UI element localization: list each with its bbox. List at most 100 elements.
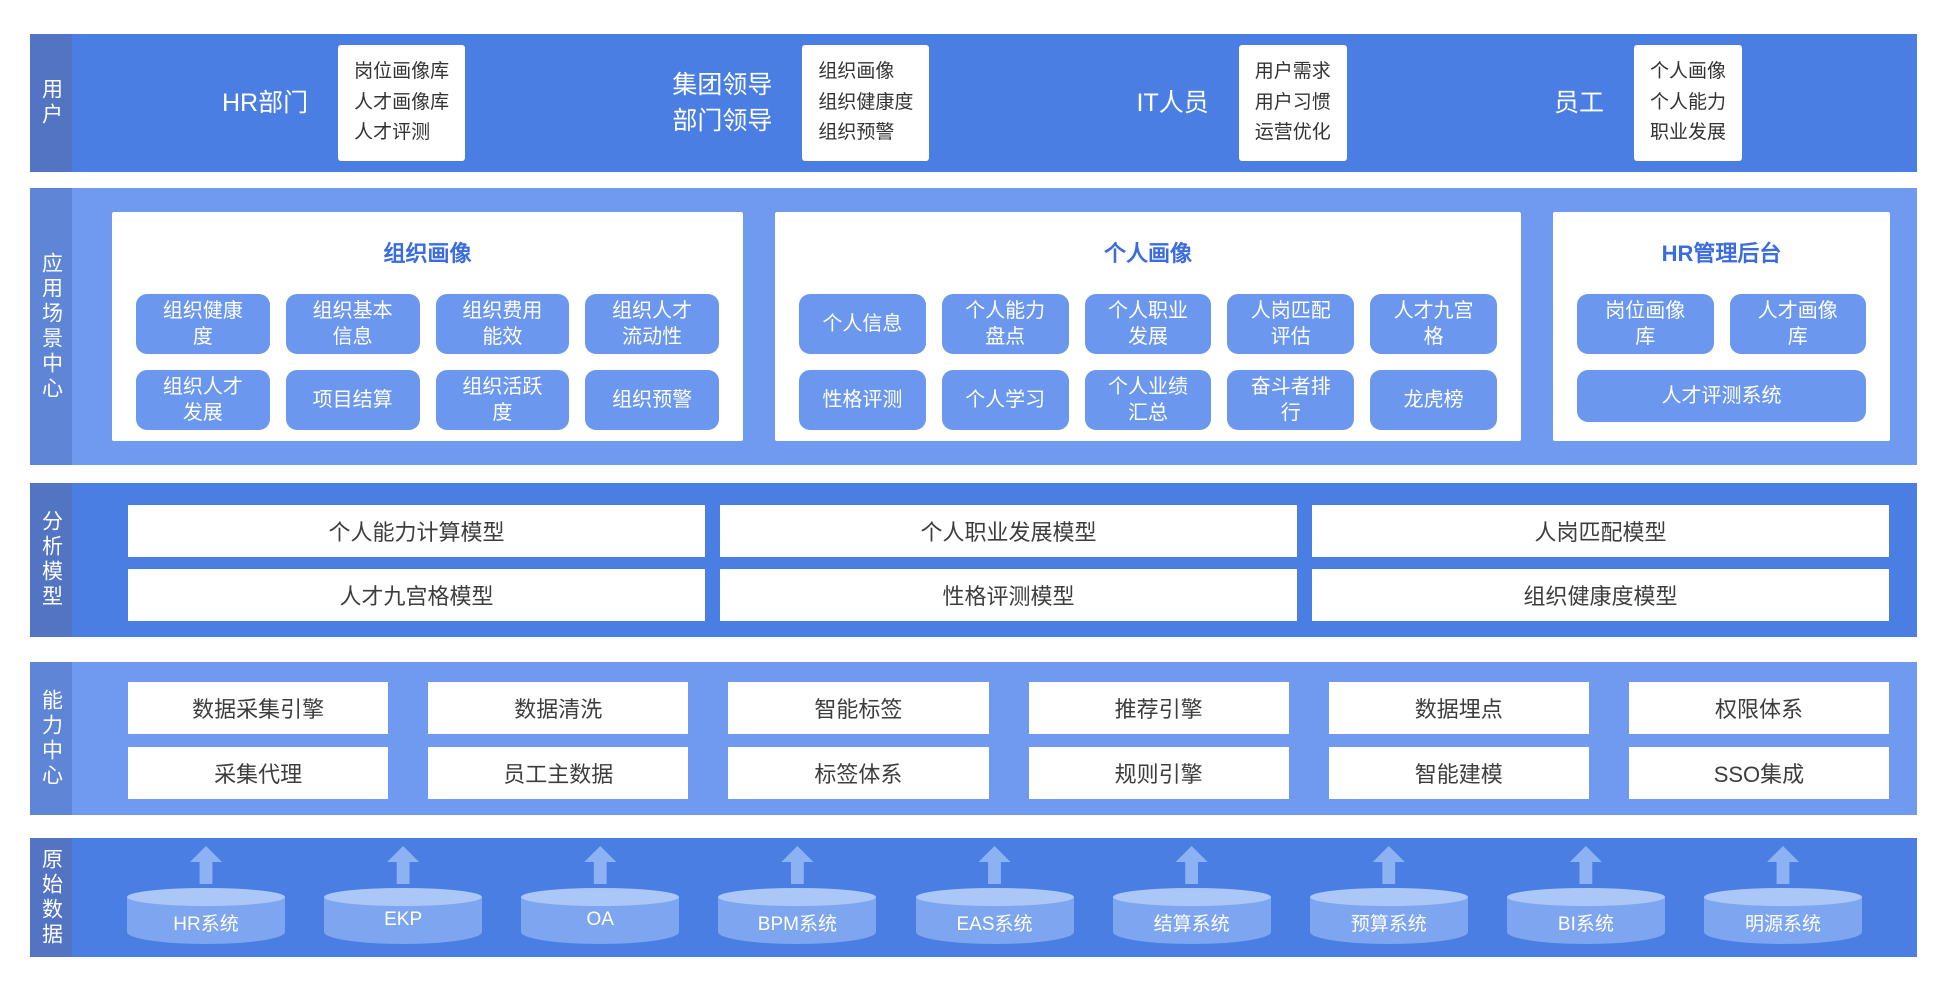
data-source-label: HR系统: [173, 914, 239, 935]
up-arrow-icon: [978, 846, 1011, 884]
database-cylinder: BI系统: [1506, 888, 1665, 944]
model-box: 个人职业发展模型: [720, 505, 1297, 557]
scenario-chip: 个人信息: [799, 294, 926, 354]
capability-box: 数据采集引擎: [128, 682, 389, 734]
cylinder-top: [1112, 888, 1271, 906]
user-group: HR部门岗位画像库人才画像库人才评测: [222, 45, 466, 161]
scenario-chip: 组织预警: [585, 370, 719, 430]
user-role-label: IT人员: [1137, 85, 1209, 121]
scenario-chip: 组织活跃度: [435, 370, 570, 430]
cylinder-top: [127, 888, 285, 906]
box-row: 个人能力计算模型个人职业发展模型人岗匹配模型: [128, 505, 1889, 557]
capability-box: SSO集成: [1628, 747, 1890, 799]
scenario-chip: 人才评测系统: [1577, 370, 1866, 422]
data-source: EAS系统: [915, 846, 1074, 944]
capability-box: 数据清洗: [428, 682, 689, 734]
user-group: 员工个人画像个人能力职业发展: [1554, 45, 1742, 161]
users-band-label: 用户: [39, 78, 63, 128]
user-card-line: 职业发展: [1649, 122, 1726, 144]
scenario-chip: 个人能力盘点: [941, 294, 1069, 354]
panel-title: HR管理后台: [1661, 241, 1782, 266]
raw-band-label: 原始数据: [39, 847, 63, 948]
user-role-label: 员工: [1554, 85, 1604, 121]
data-source: OA: [521, 846, 680, 944]
capability-box: 规则引擎: [1028, 747, 1289, 799]
database-cylinder: HR系统: [127, 888, 285, 944]
user-card-line: 人才画像库: [354, 91, 450, 113]
cylinder-top: [1506, 888, 1665, 906]
database-cylinder: 明源系统: [1704, 888, 1862, 944]
data-source-label: 结算系统: [1153, 914, 1230, 935]
box-row: 人才九宫格模型性格评测模型组织健康度模型: [128, 569, 1889, 621]
database-cylinder: 结算系统: [1112, 888, 1271, 944]
model-box: 性格评测模型: [720, 569, 1297, 621]
user-card: 岗位画像库人才画像库人才评测: [338, 45, 466, 161]
scenario-chip: 个人学习: [941, 370, 1069, 430]
up-arrow-icon: [387, 846, 420, 884]
database-cylinder: BPM系统: [718, 888, 877, 944]
user-card-line: 岗位画像库: [354, 61, 450, 83]
apps-band-label: 应用场景中心: [39, 251, 63, 402]
capability-band-label-strip: 能力中心: [30, 662, 72, 815]
scenario-chip: 奋斗者排行: [1227, 370, 1355, 430]
user-card-line: 组织画像: [818, 61, 895, 83]
chip-row: 人才评测系统: [1577, 370, 1866, 422]
up-arrow-icon: [1767, 846, 1799, 884]
users-band-label-strip: 用户: [30, 34, 72, 172]
database-cylinder: EAS系统: [915, 888, 1074, 944]
capability-box: 员工主数据: [428, 747, 689, 799]
up-arrow-icon: [781, 846, 814, 884]
user-card-line: 用户需求: [1254, 61, 1331, 83]
data-source: HR系统: [127, 846, 285, 944]
user-card-line: 个人画像: [1649, 61, 1726, 83]
capability-box: 智能标签: [728, 682, 989, 734]
user-card-line: 运营优化: [1254, 122, 1331, 144]
chip-row: 性格评测个人学习个人业绩汇总奋斗者排行龙虎榜: [799, 370, 1497, 430]
capability-band-label: 能力中心: [39, 688, 63, 789]
capability-box: 采集代理: [128, 747, 389, 799]
user-role-line: HR部门: [222, 88, 309, 117]
scenario-chip: 岗位画像库: [1577, 294, 1714, 354]
scenario-chip: 人才画像库: [1729, 294, 1866, 354]
user-card-line: 用户习惯: [1254, 91, 1331, 113]
capability-center-band: 能力中心 数据采集引擎数据清洗智能标签推荐引擎数据埋点权限体系采集代理员工主数据…: [30, 662, 1917, 815]
data-source-label: BPM系统: [757, 914, 837, 935]
cylinder-top: [521, 888, 680, 906]
up-arrow-icon: [1372, 846, 1405, 884]
scenario-chip: 组织人才流动性: [585, 294, 719, 354]
up-arrow-icon: [1175, 846, 1208, 884]
data-source: BI系统: [1506, 846, 1665, 944]
user-role-line: 员工: [1553, 88, 1604, 117]
user-group: 集团领导部门领导组织画像组织健康度组织预警: [672, 45, 930, 161]
model-rows: 个人能力计算模型个人职业发展模型人岗匹配模型人才九宫格模型性格评测模型组织健康度…: [72, 483, 1917, 637]
data-source: 预算系统: [1309, 846, 1468, 944]
user-role-label: 集团领导部门领导: [672, 67, 772, 140]
database-cylinder: 预算系统: [1309, 888, 1468, 944]
cylinder-top: [1309, 888, 1468, 906]
data-source-label: OA: [586, 909, 614, 930]
app-panels: 组织画像组织健康度组织基本信息组织费用能效组织人才流动性组织人才发展项目结算组织…: [72, 188, 1917, 465]
models-band-label: 分析模型: [39, 510, 63, 610]
panel-title: 组织画像: [383, 241, 472, 266]
capability-rows: 数据采集引擎数据清洗智能标签推荐引擎数据埋点权限体系采集代理员工主数据标签体系规…: [72, 662, 1917, 815]
scenario-chip: 个人业绩汇总: [1084, 370, 1212, 430]
application-scenario-band: 应用场景中心 组织画像组织健康度组织基本信息组织费用能效组织人才流动性组织人才发…: [30, 188, 1917, 465]
app-panel: 个人画像个人信息个人能力盘点个人职业发展人岗匹配评估人才九宫格性格评测个人学习个…: [775, 212, 1521, 441]
user-role-line: IT人员: [1136, 88, 1209, 117]
capability-box: 权限体系: [1628, 682, 1890, 734]
data-source-label: 预算系统: [1350, 914, 1427, 935]
chip-row: 组织人才发展项目结算组织活跃度组织预警: [136, 370, 719, 430]
user-role-line: 部门领导: [672, 106, 773, 135]
analysis-models-band: 分析模型 个人能力计算模型个人职业发展模型人岗匹配模型人才九宫格模型性格评测模型…: [30, 483, 1917, 637]
scenario-chip: 组织人才发展: [136, 370, 270, 430]
models-band-label-strip: 分析模型: [30, 483, 72, 637]
data-source-label: BI系统: [1557, 914, 1614, 935]
capability-box: 推荐引擎: [1028, 682, 1289, 734]
cylinder-top: [718, 888, 877, 906]
user-group: IT人员 用户需求用户习惯运营优化: [1137, 45, 1347, 161]
scenario-chip: 组织费用能效: [435, 294, 570, 354]
capability-box: 标签体系: [728, 747, 989, 799]
panel-title: 个人画像: [1103, 241, 1192, 266]
